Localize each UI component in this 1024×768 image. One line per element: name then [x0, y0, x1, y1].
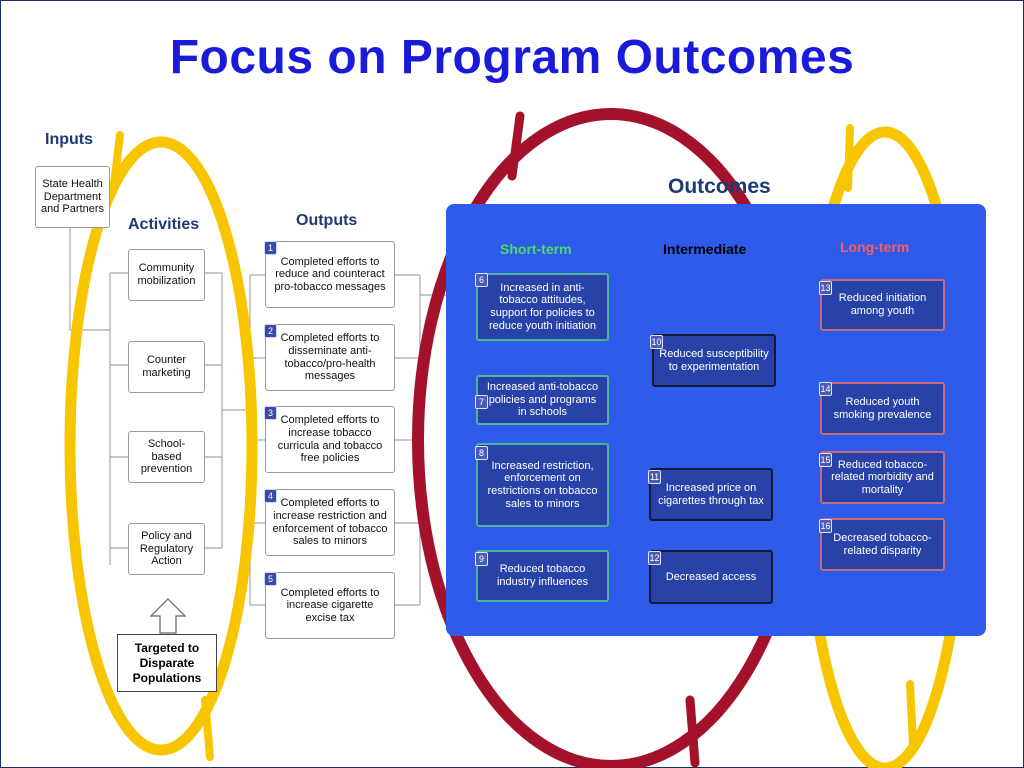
intermediate-11: Increased price on cigarettes through ta…	[649, 468, 773, 521]
activities-header: Activities	[128, 216, 200, 233]
output-4-number: 4	[264, 489, 277, 503]
long-term-16-number: 16	[819, 519, 832, 533]
long-term-15-number: 15	[819, 453, 832, 467]
intermediate-11-number: 11	[648, 470, 661, 484]
output-2-number: 2	[264, 324, 277, 338]
long-term-13-number: 13	[819, 281, 832, 295]
output-5-number: 5	[264, 572, 277, 586]
short-term-6: Increased in anti-tobacco attitudes, sup…	[476, 273, 609, 341]
intermediate-10: Reduced susceptibility to experimentatio…	[652, 334, 776, 387]
inputs-header: Inputs	[45, 131, 93, 148]
intermediate-12-number: 12	[648, 551, 661, 565]
output-4: Completed efforts to increase restrictio…	[265, 489, 395, 556]
activity-community-mobilization: Community mobilization	[128, 249, 205, 301]
long-term-header: Long-term	[840, 239, 910, 255]
outcomes-header: Outcomes	[668, 175, 771, 198]
output-1: Completed efforts to reduce and countera…	[265, 241, 395, 308]
intermediate-10-number: 10	[650, 335, 663, 349]
output-3-number: 3	[264, 406, 277, 420]
long-term-14: Reduced youth smoking prevalence	[820, 382, 945, 435]
output-5: Completed efforts to increase cigarette …	[265, 572, 395, 639]
short-term-9: Reduced tobacco industry influences	[476, 550, 609, 602]
activity-counter-marketing: Counter marketing	[128, 341, 205, 393]
long-term-15: Reduced tobacco-related morbidity and mo…	[820, 451, 945, 504]
page-title: Focus on Program Outcomes	[169, 31, 855, 84]
up-arrow-icon	[150, 598, 186, 634]
activity-school-prevention: School-based prevention	[128, 431, 205, 483]
output-1-number: 1	[264, 241, 277, 255]
short-term-8: Increased restriction, enforcement on re…	[476, 443, 609, 527]
output-3: Completed efforts to increase tobacco cu…	[265, 406, 395, 473]
short-term-7-number: 7	[475, 395, 488, 409]
activity-policy-regulatory: Policy and Regulatory Action	[128, 523, 205, 575]
intermediate-12: Decreased access	[649, 550, 773, 604]
short-term-7: Increased anti-tobacco policies and prog…	[476, 375, 609, 425]
short-term-6-number: 6	[475, 273, 488, 287]
activities-highlight-ellipse	[64, 136, 258, 756]
long-term-13: Reduced initiation among youth	[820, 279, 945, 331]
short-term-9-number: 9	[475, 552, 488, 566]
long-term-16: Decreased tobacco-related disparity	[820, 518, 945, 571]
short-term-8-number: 8	[475, 446, 488, 460]
input-state-health: State Health Department and Partners	[35, 166, 110, 228]
output-2: Completed efforts to disseminate anti-to…	[265, 324, 395, 391]
targeted-populations-box: Targeted to Disparate Populations	[117, 634, 217, 692]
intermediate-header: Intermediate	[663, 241, 747, 257]
outputs-header: Outputs	[296, 212, 358, 229]
short-term-header: Short-term	[500, 241, 572, 257]
long-term-14-number: 14	[819, 382, 832, 396]
